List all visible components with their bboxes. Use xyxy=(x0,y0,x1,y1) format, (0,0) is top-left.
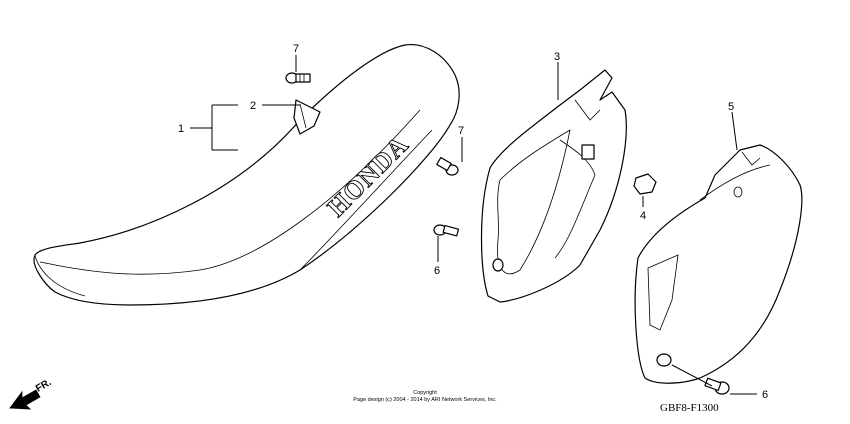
bolt-7-upper[interactable] xyxy=(285,72,311,84)
bolt-6-right[interactable] xyxy=(704,377,730,395)
leader-lines xyxy=(190,55,757,395)
copyright-line-2: Page design (c) 2004 - 2014 by ARI Netwo… xyxy=(353,397,497,403)
callout-6-left: 6 xyxy=(434,265,440,277)
side-cover-outer[interactable] xyxy=(634,144,803,384)
callout-5: 5 xyxy=(728,101,734,113)
callout-7-right: 7 xyxy=(458,125,464,137)
side-cover-inner[interactable] xyxy=(480,69,627,303)
copyright-line-1: Copyright xyxy=(413,390,437,396)
callout-4: 4 xyxy=(640,210,646,222)
nut-4[interactable] xyxy=(633,173,657,195)
seat-strap[interactable] xyxy=(293,99,321,135)
callout-7-upper: 7 xyxy=(293,43,299,55)
front-arrow-icon: FR. xyxy=(9,377,54,410)
callout-6-right: 6 xyxy=(762,389,768,401)
bolt-6-left[interactable] xyxy=(433,224,460,237)
diagram-code: GBF8-F1300 xyxy=(660,402,719,414)
callout-1: 1 xyxy=(178,123,184,135)
bolt-7-right[interactable] xyxy=(436,156,459,176)
seat[interactable]: HONDA xyxy=(33,43,460,306)
callout-3: 3 xyxy=(554,51,560,63)
callout-2: 2 xyxy=(250,100,256,112)
direction-label: FR. xyxy=(34,377,54,395)
